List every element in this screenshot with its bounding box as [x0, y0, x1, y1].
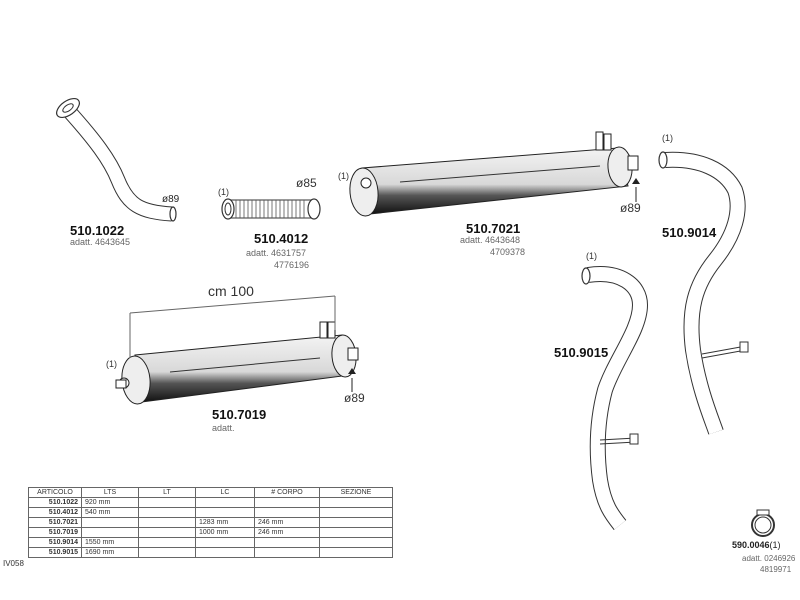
cell-articolo: 510.7021 [28, 517, 82, 528]
adatt-590-0046: adatt. 0246926 [742, 554, 796, 563]
cell-corpo [254, 497, 320, 508]
length-dimension-510-7019: cm 100 [208, 283, 254, 299]
cell-sezione [319, 537, 393, 548]
cell-corpo [254, 547, 320, 558]
cell-articolo: 510.9015 [28, 547, 82, 558]
part-code-510-1022: 510.1022 [70, 223, 125, 238]
table-row: 510.4012 540 mm [28, 507, 393, 518]
part-code-510-4012: 510.4012 [254, 231, 309, 246]
pipe-510-9014-drawing [658, 151, 749, 435]
cell-lts: 1550 mm [81, 537, 139, 548]
cell-articolo: 510.1022 [28, 497, 82, 508]
cell-sezione [319, 527, 393, 538]
cell-lts: 920 mm [81, 497, 139, 508]
spec-table: ARTICOLO LTS LT LC # CORPO SEZIONE 510.1… [28, 487, 393, 558]
adatt-510-7019: adatt. [212, 423, 235, 433]
clamp-590-0046-drawing [751, 509, 775, 537]
cell-corpo [254, 507, 320, 518]
cell-lts: 540 mm [81, 507, 139, 518]
cell-lt [138, 537, 196, 548]
part-code-510-9015: 510.9015 [554, 345, 609, 360]
cell-articolo: 510.9014 [28, 537, 82, 548]
silencer-510-7019-drawing [115, 321, 359, 405]
cell-sezione [319, 497, 393, 508]
cell-corpo: 246 mm [254, 517, 320, 528]
cell-lc [195, 547, 255, 558]
header-articolo: ARTICOLO [28, 487, 82, 498]
pipe-510-1022-drawing [56, 97, 177, 222]
cell-lt [138, 527, 196, 538]
adatt-510-4012: adatt. 4631757 [246, 248, 307, 258]
adatt2-510-7021: 4709378 [490, 247, 526, 257]
cell-lc [195, 537, 255, 548]
diameter-510-7021: ø89 [620, 201, 641, 215]
adatt2-590-0046: 4819971 [760, 565, 792, 574]
note-510-9014: (1) [662, 133, 673, 143]
cell-lc: 1283 mm [195, 517, 255, 528]
cell-corpo [254, 537, 320, 548]
spec-table-header: ARTICOLO LTS LT LC # CORPO SEZIONE [28, 487, 393, 498]
adatt2-510-4012: 4776196 [274, 260, 310, 270]
diameter-510-7019: ø89 [344, 391, 365, 405]
cell-lts: 1690 mm [81, 547, 139, 558]
header-lc: LC [195, 487, 255, 498]
part-code-510-7019: 510.7019 [212, 407, 267, 422]
part-code-590-0046: 590.0046(1) [732, 540, 781, 550]
part-code-510-9014: 510.9014 [662, 225, 717, 240]
table-row: 510.9015 1690 mm [28, 547, 393, 558]
pipe-510-9015-drawing [581, 266, 649, 530]
header-sezione: SEZIONE [319, 487, 393, 498]
cell-lc [195, 507, 255, 518]
cell-corpo: 246 mm [254, 527, 320, 538]
note-510-7021: (1) [338, 171, 349, 181]
cell-lt [138, 517, 196, 528]
silencer-510-7021-drawing [349, 131, 640, 217]
table-row: 510.1022 920 mm [28, 497, 393, 508]
cell-lc: 1000 mm [195, 527, 255, 538]
adatt-510-7021: adatt. 4643648 [460, 235, 521, 245]
table-row: 510.9014 1550 mm [28, 537, 393, 548]
header-corpo: # CORPO [254, 487, 320, 498]
cell-lt [138, 507, 196, 518]
header-lt: LT [138, 487, 196, 498]
cell-articolo: 510.4012 [28, 507, 82, 518]
cell-lt [138, 497, 196, 508]
note-510-7019: (1) [106, 359, 117, 369]
cell-lc [195, 497, 255, 508]
header-lts: LTS [81, 487, 139, 498]
diameter-510-1022: ø89 [162, 194, 180, 205]
side-tag: IV058 [3, 559, 24, 568]
cell-articolo: 510.7019 [28, 527, 82, 538]
cell-lts [81, 527, 139, 538]
cell-sezione [319, 507, 393, 518]
cell-lts [81, 517, 139, 528]
cell-sezione [319, 517, 393, 528]
table-row: 510.7019 1000 mm 246 mm [28, 527, 393, 538]
flex-pipe-510-4012-drawing [221, 198, 321, 220]
adatt-510-1022: adatt. 4643645 [70, 237, 131, 247]
table-row: 510.7021 1283 mm 246 mm [28, 517, 393, 528]
diameter-510-4012: ø85 [296, 176, 317, 190]
part-code-510-7021: 510.7021 [466, 221, 521, 236]
note-510-9015: (1) [586, 251, 597, 261]
cell-sezione [319, 547, 393, 558]
note-510-4012: (1) [218, 187, 229, 197]
dimension-line-cm-100 [129, 295, 336, 358]
cell-lt [138, 547, 196, 558]
